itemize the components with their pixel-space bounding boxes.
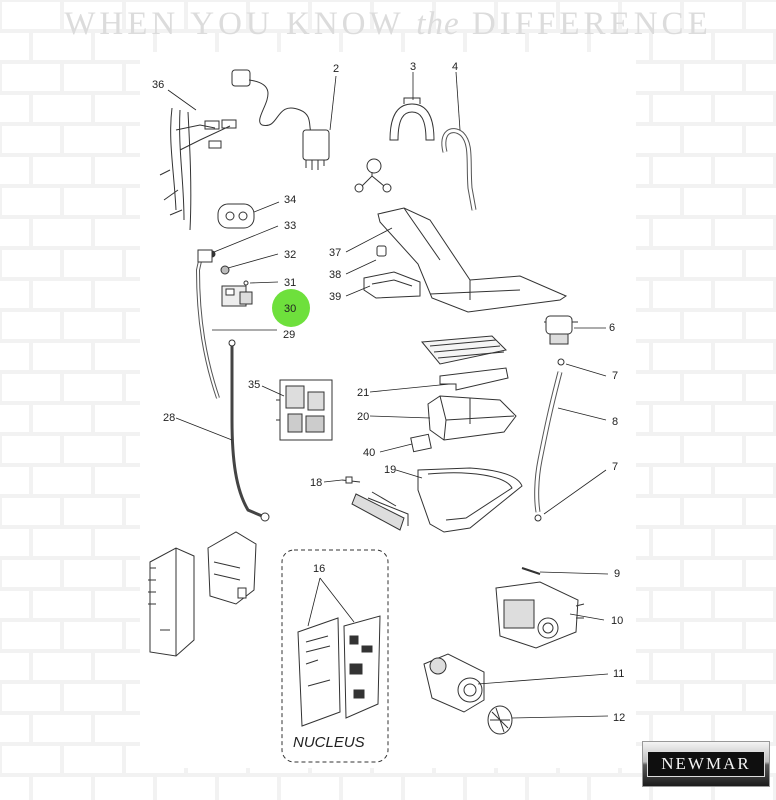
inlet-valve-drawing [544, 315, 578, 345]
callout-33: 33 [284, 220, 296, 232]
drive-motor-drawing [495, 581, 585, 649]
callout-9: 9 [614, 568, 620, 580]
newmar-logo: NEWMAR [642, 741, 770, 787]
newmar-logo-text: NEWMAR [647, 751, 765, 777]
control-module-drawing [148, 547, 195, 657]
leader-lines [167, 71, 609, 719]
slogan-part-3: DIFFERENCE [471, 6, 712, 42]
support-bracket-drawing [389, 97, 435, 141]
callout-34: 34 [284, 194, 296, 206]
slogan-part-2: the [416, 6, 460, 42]
callout-11: 11 [613, 668, 624, 680]
callout-7-bottom: 7 [612, 461, 618, 473]
screw-9-drawing [521, 567, 541, 575]
door-lock-drawing [276, 379, 333, 441]
pressure-switch-drawing [221, 285, 253, 307]
callout-32: 32 [284, 249, 296, 261]
dispenser-base-drawing [417, 467, 523, 533]
y-connector-drawing [354, 158, 392, 193]
clamp-7-top [557, 358, 565, 366]
washer-32 [220, 265, 230, 275]
callout-6: 6 [609, 322, 615, 334]
screw-31 [243, 280, 249, 286]
drawer-insert-drawing [410, 433, 432, 453]
highlight-marker [272, 289, 310, 327]
nucleus-label: NUCLEUS [293, 734, 365, 751]
callout-35: 35 [248, 379, 260, 391]
connecting-hose-drawing [534, 371, 563, 513]
drain-hose-drawing [441, 128, 477, 211]
callout-16: 16 [313, 563, 325, 575]
filter-mesh-drawing [421, 335, 508, 365]
callout-36: 36 [152, 79, 164, 91]
callout-18: 18 [310, 477, 322, 489]
callout-7-top: 7 [612, 370, 618, 382]
pump-filter-drawing [487, 705, 513, 735]
wire-harness-drawing [159, 107, 237, 231]
dispenser-lid-drawing [439, 367, 509, 391]
callout-38: 38 [329, 269, 341, 281]
detergent-drawer-drawing [427, 395, 517, 441]
callout-8: 8 [612, 416, 618, 428]
heater-element-drawing [341, 476, 409, 531]
slogan-banner: WHEN YOU KNOW the DIFFERENCE [0, 6, 776, 43]
ground-cable-drawing [228, 339, 270, 522]
callout-labels: 36 2 3 4 34 33 32 31 30 29 37 38 39 6 7 … [152, 61, 625, 751]
clamp-7-bottom [534, 514, 542, 522]
callout-12: 12 [613, 712, 625, 724]
diagram-sheet [140, 52, 636, 768]
callout-31: 31 [284, 277, 296, 289]
callout-30: 30 [284, 303, 296, 315]
callout-29: 29 [283, 329, 295, 341]
power-cord-drawing [231, 69, 330, 170]
callout-4: 4 [452, 61, 458, 73]
callout-10: 10 [611, 615, 623, 627]
dispenser-housing-drawing [363, 207, 568, 313]
callout-37: 37 [329, 247, 341, 259]
main-control-board-drawing [297, 615, 381, 727]
callout-3: 3 [410, 61, 416, 73]
callout-21: 21 [357, 387, 369, 399]
callout-20: 20 [357, 411, 369, 423]
callout-28: 28 [163, 412, 175, 424]
drain-pump-drawing [423, 653, 485, 713]
callout-39: 39 [329, 291, 341, 303]
callout-19: 19 [384, 464, 396, 476]
wiring-board-drawing [207, 531, 257, 605]
pressure-hose-drawing [195, 249, 220, 399]
callout-2: 2 [333, 63, 339, 75]
slogan-part-1: WHEN YOU KNOW [64, 6, 405, 42]
callout-40: 40 [363, 447, 375, 459]
gasket-drawing [217, 203, 255, 229]
